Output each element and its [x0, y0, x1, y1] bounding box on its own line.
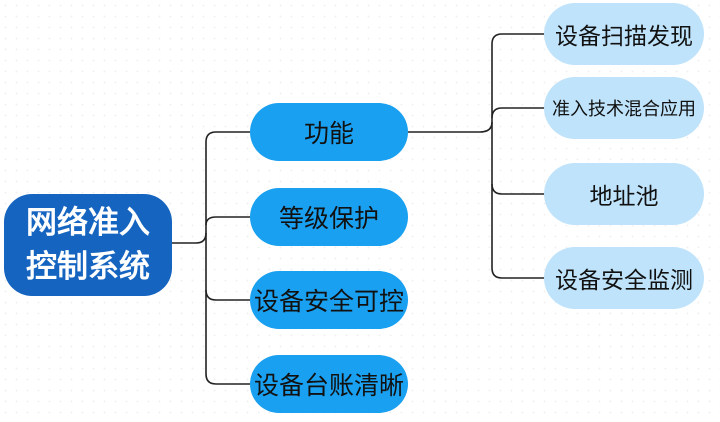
connector-to-zhunru [491, 107, 544, 119]
node-shebei-saomiao-faxian[interactable]: 设备扫描发现 [544, 3, 704, 65]
connector-to-jiance [491, 267, 544, 279]
root-node[interactable]: 网络准入 控制系统 [4, 194, 172, 296]
connector-to-saomiao [491, 33, 544, 45]
connector-root-curve [195, 232, 207, 244]
node-dengji-baohu[interactable]: 等级保护 [250, 188, 408, 246]
root-label-line2: 控制系统 [26, 249, 150, 285]
node-zhunru-jishu-hunhe-yingyong[interactable]: 准入技术混合应用 [544, 77, 704, 139]
connector-to-taizhang [205, 373, 250, 385]
connector-to-dengji [205, 216, 250, 226]
root-label-line1: 网络准入 [26, 205, 150, 241]
node-shebei-taizhang-qingxi[interactable]: 设备台账清晰 [250, 355, 408, 413]
connector-to-gongneng [205, 131, 250, 143]
node-shebei-anquan-jiance[interactable]: 设备安全监测 [544, 247, 704, 309]
connector-to-dizhichi [491, 183, 544, 195]
node-gongneng[interactable]: 功能 [250, 103, 408, 161]
connector-to-anquan [205, 289, 250, 301]
node-dizhichi[interactable]: 地址池 [544, 163, 704, 225]
connector-gongneng-curve [479, 121, 493, 133]
node-shebei-anquan-kekong[interactable]: 设备安全可控 [250, 271, 408, 329]
